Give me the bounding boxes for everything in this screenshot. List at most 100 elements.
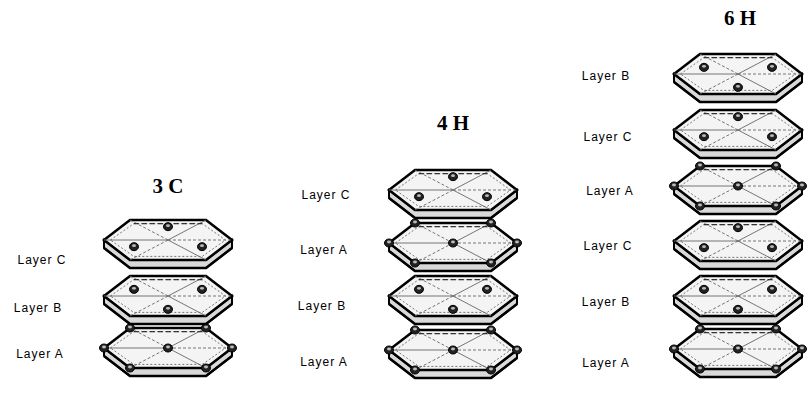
atom (798, 345, 807, 353)
layer-label: Layer C (583, 130, 632, 144)
atom (772, 365, 781, 373)
atom (734, 305, 743, 313)
hexagonal-layer (104, 220, 232, 268)
atom (768, 244, 777, 252)
layer-label: Layer C (17, 253, 66, 267)
layer-face (389, 223, 517, 263)
atom (798, 182, 807, 190)
atom (696, 325, 705, 333)
atom (164, 344, 173, 352)
layer-face (389, 330, 517, 370)
layer-face (674, 166, 802, 206)
layer-label: Layer A (300, 243, 348, 257)
atom (696, 202, 705, 210)
layer-face (104, 328, 232, 368)
atom (164, 223, 173, 231)
atom (130, 285, 139, 293)
atom (449, 305, 458, 313)
atom (202, 364, 211, 372)
atom (772, 325, 781, 333)
layer-label: Layer A (300, 355, 348, 369)
layer-face (674, 276, 802, 316)
hexagonal-layer (670, 162, 807, 214)
atom (768, 133, 777, 141)
layer-label: Layer A (582, 356, 630, 370)
hexagonal-layer (674, 110, 802, 158)
atom (700, 285, 709, 293)
layer-face (389, 170, 517, 210)
atom (670, 345, 679, 353)
layer-label: Layer B (582, 295, 630, 309)
layer-label: Layer B (298, 299, 346, 313)
layer-face (674, 329, 802, 369)
atom (411, 326, 420, 334)
atom (228, 344, 237, 352)
layer-face (389, 276, 517, 316)
atom (198, 243, 207, 251)
atom (487, 259, 496, 267)
atom (734, 345, 743, 353)
atom (415, 285, 424, 293)
atom (385, 239, 394, 247)
polytype-title: 6 H (724, 6, 756, 31)
layer-label: Layer A (16, 347, 64, 361)
atom (696, 162, 705, 170)
atom (670, 182, 679, 190)
polytype-title: 4 H (437, 111, 469, 136)
atom (411, 219, 420, 227)
atom (772, 162, 781, 170)
atom (513, 239, 522, 247)
atom (385, 346, 394, 354)
hexagonal-layer (389, 276, 517, 324)
layer-label: Layer A (586, 184, 634, 198)
atom (198, 285, 207, 293)
atom (100, 344, 109, 352)
atom (734, 224, 743, 232)
atom (130, 243, 139, 251)
atom (487, 326, 496, 334)
atom (700, 133, 709, 141)
hexagonal-layer (104, 276, 232, 324)
hexagonal-layer (674, 54, 802, 102)
atom (734, 113, 743, 121)
layer-label: Layer B (582, 69, 630, 83)
atom (734, 182, 743, 190)
layer-face (104, 220, 232, 260)
atom (449, 173, 458, 181)
atom (734, 83, 743, 91)
hexagonal-layer (385, 326, 522, 378)
atom (772, 202, 781, 210)
atom (513, 346, 522, 354)
atom (700, 63, 709, 71)
hexagonal-layer (670, 325, 807, 377)
atom (700, 244, 709, 252)
atom (487, 219, 496, 227)
atom (483, 285, 492, 293)
layer-face (104, 276, 232, 316)
layer-label: Layer C (583, 239, 632, 253)
hexagonal-layer (385, 219, 522, 271)
atom (696, 365, 705, 373)
atom (126, 364, 135, 372)
layer-label: Layer B (14, 301, 62, 315)
atom (164, 305, 173, 313)
atom (483, 193, 492, 201)
atom (411, 259, 420, 267)
layer-face (674, 110, 802, 150)
polytype-title: 3 C (153, 174, 184, 199)
layer-face (674, 221, 802, 261)
atom (487, 366, 496, 374)
hexagonal-layer (674, 276, 802, 324)
layer-label: Layer C (301, 188, 350, 202)
hexagonal-layer (674, 221, 802, 269)
hexagonal-layer (100, 324, 237, 376)
hexagonal-layer (389, 170, 517, 218)
atom (449, 346, 458, 354)
layer-face (674, 54, 802, 94)
atom (768, 63, 777, 71)
atom (449, 239, 458, 247)
atom (415, 193, 424, 201)
atom (768, 285, 777, 293)
